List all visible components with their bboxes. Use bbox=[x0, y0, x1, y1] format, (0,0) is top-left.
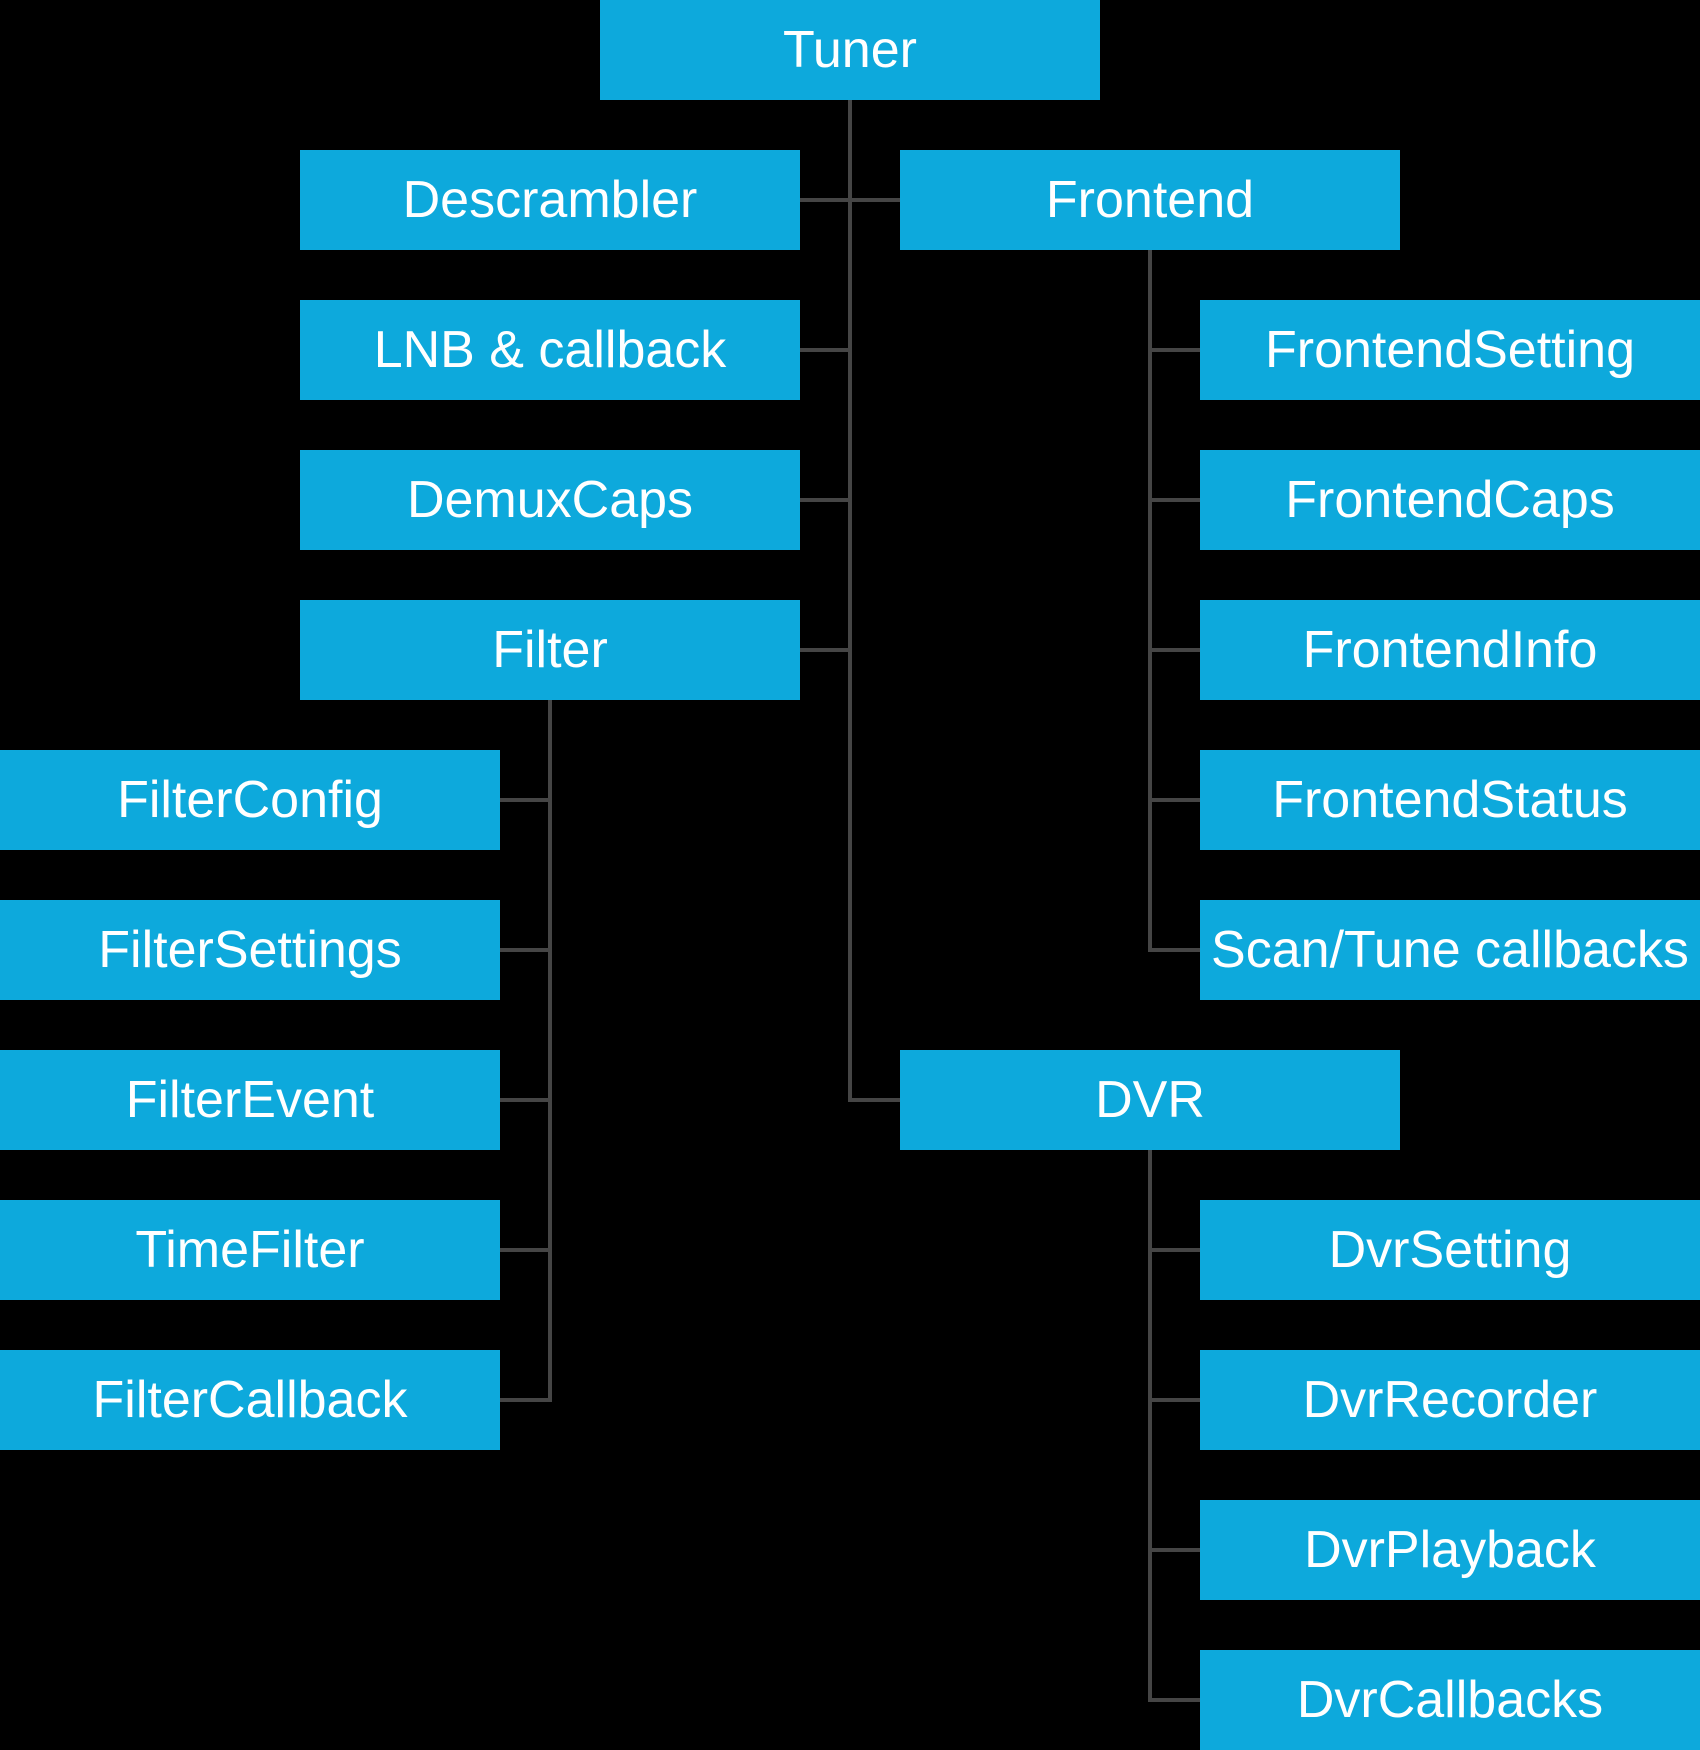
node-filter: Filter bbox=[300, 600, 800, 700]
node-lnb-callback: LNB & callback bbox=[300, 300, 800, 400]
stub-dvr-callbacks bbox=[1150, 1698, 1200, 1702]
stub-filter-callback bbox=[500, 1398, 550, 1402]
node-frontend-setting: FrontendSetting bbox=[1200, 300, 1700, 400]
stub-filter-config bbox=[500, 798, 550, 802]
stub-lnb-callback bbox=[800, 348, 850, 352]
stub-scan-tune-callbacks bbox=[1150, 948, 1200, 952]
node-dvr-setting: DvrSetting bbox=[1200, 1200, 1700, 1300]
node-demux-caps: DemuxCaps bbox=[300, 450, 800, 550]
node-dvr: DVR bbox=[900, 1050, 1400, 1150]
stub-frontend-setting bbox=[1150, 348, 1200, 352]
node-filter-settings: FilterSettings bbox=[0, 900, 500, 1000]
connector-descrambler-frontend bbox=[800, 198, 900, 202]
node-descrambler: Descrambler bbox=[300, 150, 800, 250]
stub-filter bbox=[800, 648, 850, 652]
node-filter-config: FilterConfig bbox=[0, 750, 500, 850]
node-frontend-info: FrontendInfo bbox=[1200, 600, 1700, 700]
node-time-filter: TimeFilter bbox=[0, 1200, 500, 1300]
stub-dvr-playback bbox=[1150, 1548, 1200, 1552]
node-filter-callback: FilterCallback bbox=[0, 1350, 500, 1450]
stub-frontend-info bbox=[1150, 648, 1200, 652]
stub-frontend-caps bbox=[1150, 498, 1200, 502]
trunk-dvr bbox=[1148, 1150, 1152, 1702]
stub-filter-event bbox=[500, 1098, 550, 1102]
node-tuner: Tuner bbox=[600, 0, 1100, 100]
stub-filter-settings bbox=[500, 948, 550, 952]
stub-dvr bbox=[850, 1098, 900, 1102]
node-filter-event: FilterEvent bbox=[0, 1050, 500, 1150]
node-dvr-callbacks: DvrCallbacks bbox=[1200, 1650, 1700, 1750]
node-frontend-caps: FrontendCaps bbox=[1200, 450, 1700, 550]
stub-dvr-setting bbox=[1150, 1248, 1200, 1252]
trunk-frontend bbox=[1148, 250, 1152, 952]
node-scan-tune-callbacks: Scan/Tune callbacks bbox=[1200, 900, 1700, 1000]
node-dvr-recorder: DvrRecorder bbox=[1200, 1350, 1700, 1450]
trunk-filter bbox=[548, 700, 552, 1402]
node-dvr-playback: DvrPlayback bbox=[1200, 1500, 1700, 1600]
stub-time-filter bbox=[500, 1248, 550, 1252]
stub-demux-caps bbox=[800, 498, 850, 502]
node-frontend: Frontend bbox=[900, 150, 1400, 250]
stub-dvr-recorder bbox=[1150, 1398, 1200, 1402]
trunk-main bbox=[848, 100, 852, 1102]
node-frontend-status: FrontendStatus bbox=[1200, 750, 1700, 850]
stub-frontend-status bbox=[1150, 798, 1200, 802]
